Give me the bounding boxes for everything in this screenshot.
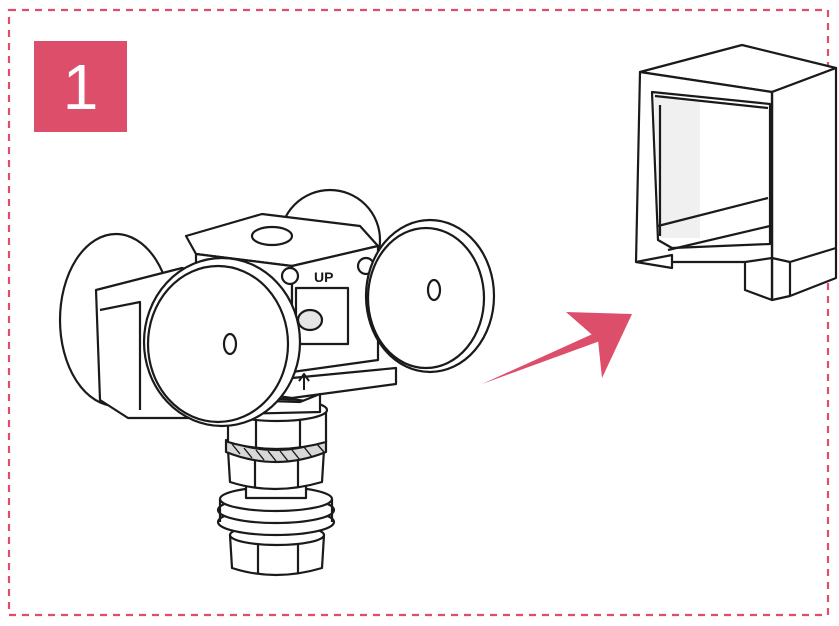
roller-trolley-illustration: UP	[58, 188, 496, 577]
front-wheels	[142, 218, 496, 428]
direction-arrow-icon	[482, 312, 632, 384]
step-number: 1	[62, 50, 99, 123]
up-label: UP	[314, 269, 333, 285]
rail-track-illustration	[634, 43, 838, 302]
step-number-badge: 1	[34, 41, 127, 132]
